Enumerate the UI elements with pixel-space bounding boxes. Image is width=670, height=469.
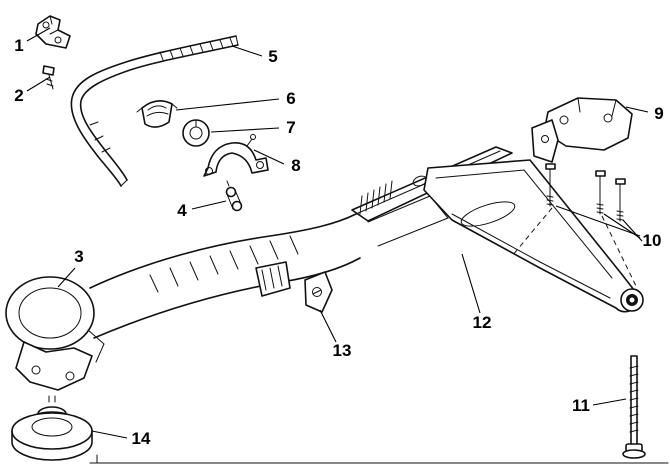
callout-5: 5 — [268, 47, 277, 66]
callout-leader-4 — [191, 200, 227, 210]
callout-leader-6 — [175, 98, 280, 111]
bracket-13-drawing — [304, 271, 333, 313]
callout-leader-13 — [319, 309, 337, 343]
callout-leader-10 — [555, 205, 641, 237]
bolt-11-drawing — [622, 355, 646, 459]
mount-bracket-9-drawing — [531, 97, 633, 163]
callout-leader-1 — [26, 27, 51, 42]
beam-hatching — [149, 235, 299, 293]
callout-leader-11 — [592, 398, 627, 406]
beam-tab-drawing — [255, 261, 291, 297]
callout-14: 14 — [132, 429, 151, 448]
rail-hatching — [359, 180, 393, 215]
callout-leader-2 — [26, 76, 51, 92]
subframe-beam-drawing — [5, 213, 361, 391]
callout-6: 6 — [286, 89, 295, 108]
callout-4: 4 — [177, 201, 187, 220]
stabilizer-bar-drawing — [70, 35, 239, 187]
callout-9: 9 — [654, 104, 663, 123]
callout-leader-10 — [603, 213, 641, 239]
page-frame-rule — [89, 454, 669, 464]
callout-7: 7 — [286, 118, 295, 137]
clamp-bracket-8-drawing — [203, 134, 269, 177]
bracket-1-drawing — [35, 15, 71, 49]
link-4-drawing — [225, 180, 243, 212]
bushing-7-drawing — [182, 119, 210, 147]
callout-3: 3 — [74, 247, 83, 266]
callout-8: 8 — [291, 156, 300, 175]
control-arm-drawing — [423, 159, 644, 313]
callout-12: 12 — [473, 313, 492, 332]
callout-leader-14 — [91, 430, 128, 439]
bolts-10-drawing — [511, 163, 637, 287]
subframe-ring-drawing — [5, 276, 105, 391]
callout-leader-3 — [57, 267, 76, 288]
callout-leader-12 — [461, 253, 481, 314]
callout-13: 13 — [333, 341, 352, 360]
callout-leader-10 — [622, 219, 643, 242]
bar-hatching — [89, 37, 234, 153]
callout-leader-9 — [625, 106, 649, 113]
callout-leader-7 — [210, 127, 280, 133]
callout-1: 1 — [14, 36, 23, 55]
callout-11: 11 — [572, 396, 590, 415]
callout-10: 10 — [643, 231, 662, 250]
callout-leader-5 — [231, 45, 263, 57]
callout-leader-8 — [253, 149, 285, 165]
callout-2: 2 — [14, 86, 23, 105]
clamp-6-drawing — [136, 100, 178, 128]
